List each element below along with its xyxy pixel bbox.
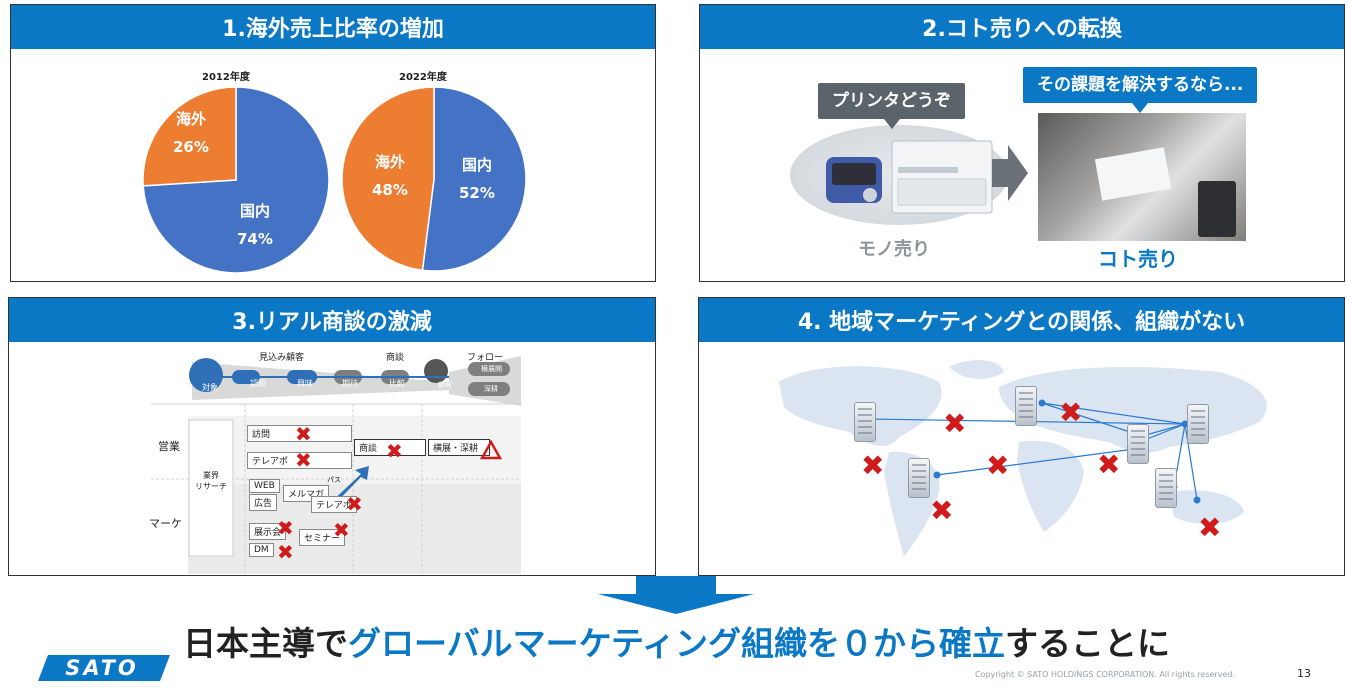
building-icon bbox=[1015, 386, 1037, 426]
item-exhibition: 展示会 bbox=[249, 523, 287, 540]
industry-research: 業界 リサーチ bbox=[195, 471, 227, 491]
flow-expand: 横展開 bbox=[481, 365, 502, 373]
callout-printer: プリンタどうぞ bbox=[818, 83, 965, 129]
cross-icon: ✖ bbox=[386, 439, 403, 463]
stage-negotiation: 商談 bbox=[386, 353, 405, 363]
cross-icon: ✖ bbox=[346, 492, 363, 516]
callout-solution: その課題を解決するなら... bbox=[1023, 67, 1258, 113]
cross-icon: ✖ bbox=[295, 422, 312, 446]
item-teleapo: テレアポ bbox=[247, 452, 352, 469]
building-icon bbox=[1155, 468, 1177, 508]
conclusion-highlight: グローバルマーケティング組織を０から確立 bbox=[347, 624, 1006, 663]
flow-deepen: 深耕 bbox=[484, 385, 498, 393]
chart-year-2012: 2012年度 bbox=[202, 72, 250, 83]
conclusion-part3: することに bbox=[1005, 624, 1171, 663]
row-label-marketing: マーケ bbox=[149, 517, 182, 530]
conclusion-part1: 日本主導で bbox=[182, 624, 348, 663]
item-visit: 訪問 bbox=[247, 425, 352, 442]
cross-icon: ✖ bbox=[943, 407, 967, 440]
cross-icon: ✖ bbox=[277, 516, 294, 540]
cross-icon: ✖ bbox=[277, 540, 294, 564]
flow-expect: 期待 bbox=[342, 379, 358, 388]
sato-logo: SATO bbox=[38, 655, 170, 681]
building-icon bbox=[1187, 404, 1209, 444]
cross-icon: ✖ bbox=[1198, 511, 1222, 544]
triangle-icon bbox=[480, 440, 502, 460]
panel-title: 1.海外売上比率の増加 bbox=[11, 5, 655, 49]
item-negotiation: 商談 bbox=[354, 439, 426, 456]
arrow-down-icon bbox=[598, 576, 754, 614]
cross-icon: ✖ bbox=[1097, 448, 1121, 481]
page-number: 13 bbox=[1297, 667, 1311, 680]
item-web: WEB bbox=[249, 479, 280, 493]
flow-awareness: 認知 bbox=[250, 379, 266, 388]
panel-title: 2.コト売りへの転換 bbox=[700, 5, 1344, 49]
panel-real-meetings: 3.リアル商談の激減 見込み顧客 商談 フォロー 対象 認知 興味 期待 比較 … bbox=[8, 297, 656, 576]
world-map bbox=[779, 360, 1267, 557]
pie-charts bbox=[142, 86, 527, 274]
building-icon bbox=[1127, 424, 1149, 464]
building-icon bbox=[854, 402, 876, 442]
chart-year-2022: 2022年度 bbox=[399, 72, 447, 83]
item-dm: DM bbox=[249, 543, 274, 557]
label-mono-selling: モノ売り bbox=[858, 239, 930, 260]
item-pass: パス bbox=[327, 476, 341, 484]
pie-slice-overseas bbox=[142, 86, 237, 187]
panel-regional-marketing: 4. 地域マーケティングとの関係、組織がない bbox=[698, 297, 1345, 576]
building-icon bbox=[908, 458, 930, 498]
conclusion-text: 日本主導でグローバルマーケティング組織を０から確立することに bbox=[0, 617, 1353, 665]
pie-slice-overseas bbox=[341, 86, 435, 272]
cross-icon: ✖ bbox=[930, 494, 954, 527]
panel-koto-selling: 2.コト売りへの転換 プリンタどうぞ その課題を解決するなら... モノ売り コ… bbox=[699, 4, 1345, 282]
pie-chart-2012 bbox=[142, 86, 330, 274]
stage-follow: フォロー bbox=[467, 353, 504, 363]
panel-title: 3.リアル商談の激減 bbox=[9, 298, 655, 342]
flow-interest: 興味 bbox=[297, 379, 313, 388]
item-ad: 広告 bbox=[249, 494, 278, 511]
item-expand-deepen: 横展・深耕 bbox=[428, 439, 490, 456]
cross-icon: ✖ bbox=[1059, 396, 1083, 429]
business-meeting-image bbox=[1038, 113, 1246, 241]
item-seminar: セミナー bbox=[299, 529, 346, 546]
pie-chart-2022 bbox=[341, 86, 527, 272]
stage-prospect: 見込み顧客 bbox=[259, 353, 305, 363]
cross-icon: ✖ bbox=[295, 448, 312, 472]
printer-products-image bbox=[826, 140, 993, 214]
flow-target: 対象 bbox=[202, 383, 218, 392]
funnel-diagram bbox=[151, 356, 521, 574]
arrow-right-icon bbox=[992, 145, 1028, 201]
cross-icon: ✖ bbox=[986, 449, 1010, 482]
panel-title: 4. 地域マーケティングとの関係、組織がない bbox=[699, 298, 1344, 342]
row-label-sales: 営業 bbox=[158, 440, 180, 453]
flow-compare: 比較 bbox=[389, 379, 405, 388]
copyright: Copyright © SATO HOLDINGS CORPORATION. A… bbox=[975, 670, 1235, 679]
label-koto-selling: コト売り bbox=[1098, 247, 1178, 271]
logo-text: SATO bbox=[65, 656, 139, 680]
cross-icon: ✖ bbox=[861, 449, 885, 482]
item-teleapo-marketing: テレアポ bbox=[311, 496, 358, 513]
pie-slice-domestic bbox=[421, 86, 527, 272]
flow-customer: 顧客 bbox=[438, 381, 452, 389]
cross-icon: ✖ bbox=[333, 518, 350, 542]
